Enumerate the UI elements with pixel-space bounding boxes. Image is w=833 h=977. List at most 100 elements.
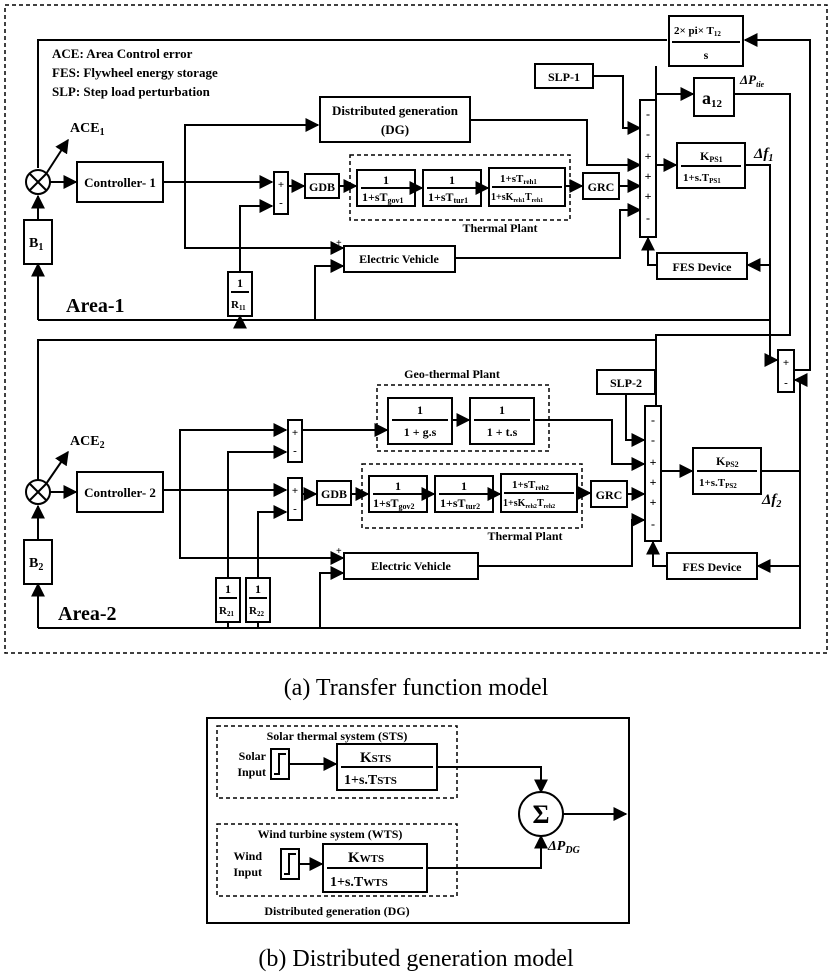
slp2-label: SLP-2 [610, 376, 642, 390]
sign: - [646, 127, 650, 141]
wind-input-label-2: Input [233, 865, 262, 879]
sign: + [650, 475, 657, 489]
ace2-label: ACE2 [70, 434, 105, 451]
gdb-block-area2 [316, 480, 352, 506]
caption-a: (a) Transfer function model [284, 675, 549, 701]
sign: + [278, 179, 284, 191]
sign: + [650, 495, 657, 509]
kwts-den: 1+s.TWTS [330, 875, 388, 890]
kwts-num: KWTS [348, 850, 384, 866]
tur-den: 1+sTtur2 [440, 496, 480, 511]
controller-2-label: Controller- 2 [84, 485, 156, 500]
sign: - [651, 517, 655, 531]
ev-block-area1 [343, 245, 456, 273]
ev-label: Electric Vehicle [359, 252, 439, 266]
slp1-block [534, 63, 594, 89]
ev-block-area2 [343, 552, 479, 580]
sign: + [650, 455, 657, 469]
sign: - [651, 413, 655, 427]
sign: - [293, 503, 297, 515]
legend-slp: SLP: Step load perturbation [52, 84, 211, 99]
solar-step-input-icon [270, 748, 290, 780]
tur-num: 1 [461, 479, 467, 493]
controller-1-label: Controller- 1 [84, 175, 156, 190]
kps2-num: KPS2 [716, 454, 739, 469]
wind-input-label-1: Wind [234, 849, 263, 863]
ace1-label: ACE1 [70, 121, 105, 138]
ksts-den: 1+s.TSTS [344, 773, 397, 788]
tur-den: 1+sTtur1 [428, 190, 468, 205]
grc-label: GRC [588, 180, 615, 194]
b2-label: B2 [29, 556, 43, 573]
sign: + [292, 485, 298, 497]
ev-sign: + [336, 546, 342, 557]
dg-footer: Distributed generation (DG) [264, 904, 409, 918]
a12-label: a12 [702, 88, 723, 110]
area2-label: Area-2 [58, 603, 117, 625]
sign: + [645, 149, 652, 163]
sts-group [216, 725, 458, 799]
reh-den: 1+sKreh2Treh2 [503, 498, 555, 510]
delta-f2-feedback [38, 470, 801, 629]
tie-tf-den: s [704, 48, 709, 62]
tie-feedback-line-area1 [37, 39, 667, 168]
reh-den: 1+sKreh1Treh1 [491, 192, 543, 204]
thermal-plant-label: Thermal Plant [463, 221, 538, 235]
delta-f2-label: Δf2 [761, 492, 781, 510]
geothermal-plant-area2 [376, 384, 550, 452]
dg-label-line2: (DG) [381, 122, 409, 137]
r21-num: 1 [225, 582, 231, 596]
sign: - [784, 377, 788, 389]
controller-2-block [76, 471, 164, 513]
kps1-num: KPS1 [700, 149, 723, 164]
reh-num: 1+sTreh1 [500, 173, 537, 186]
thermal-plant-label: Thermal Plant [488, 529, 563, 543]
b1-label: B1 [29, 236, 43, 253]
ace2-summing-junction [25, 479, 51, 505]
caption-b: (b) Distributed generation model [258, 946, 574, 972]
geo1-num: 1 [417, 403, 423, 417]
dp-tie-to-area2 [655, 93, 791, 400]
grc-block-area2 [590, 480, 628, 508]
plant-sum-area2 [287, 477, 303, 521]
gov-den: 1+sTgov2 [373, 496, 415, 511]
solar-input-label-1: Solar [239, 749, 267, 763]
gov-num: 1 [383, 173, 389, 187]
r11-den: R11 [231, 299, 246, 312]
fes-block-area2 [666, 552, 758, 580]
sign: + [783, 357, 789, 369]
geo1-den: 1 + g.s [404, 425, 437, 439]
ace1-arrow [45, 138, 69, 175]
r22-block [245, 577, 271, 623]
geothermal-label: Geo-thermal Plant [404, 367, 500, 381]
sign: - [646, 211, 650, 225]
plant-sum-area1 [273, 171, 289, 215]
sign: - [646, 107, 650, 121]
kps2-den: 1+s.TPS2 [699, 477, 737, 490]
wts-group [216, 823, 458, 897]
tie-tf-num: 2× pi× T12 [674, 25, 721, 38]
wts-title: Wind turbine system (WTS) [258, 827, 403, 841]
legend-ace: ACE: Area Control error [52, 46, 193, 61]
fes-block-area1 [656, 252, 748, 280]
slp1-label: SLP-1 [548, 70, 580, 84]
sigma-symbol: Σ [533, 800, 550, 829]
legend-fes: FES: Flywheel energy storage [52, 65, 218, 80]
gov-num: 1 [395, 479, 401, 493]
sts-title: Solar thermal system (STS) [267, 729, 408, 743]
sign: - [293, 445, 297, 457]
ev-sign: + [336, 238, 342, 249]
ksts-num: KSTS [360, 750, 391, 766]
area1-label: Area-1 [66, 295, 125, 317]
tie-sum-output [794, 39, 811, 371]
gdb-label: GDB [309, 180, 335, 194]
grc-block-area1 [582, 172, 620, 200]
ev-label: Electric Vehicle [371, 559, 451, 573]
sign: + [645, 169, 652, 183]
r21-den: R21 [219, 605, 234, 618]
solar-input-label-2: Input [237, 765, 266, 779]
delta-f1-label: Δf1 [753, 146, 773, 164]
sign: - [279, 197, 283, 209]
r22-den: R22 [249, 605, 264, 618]
